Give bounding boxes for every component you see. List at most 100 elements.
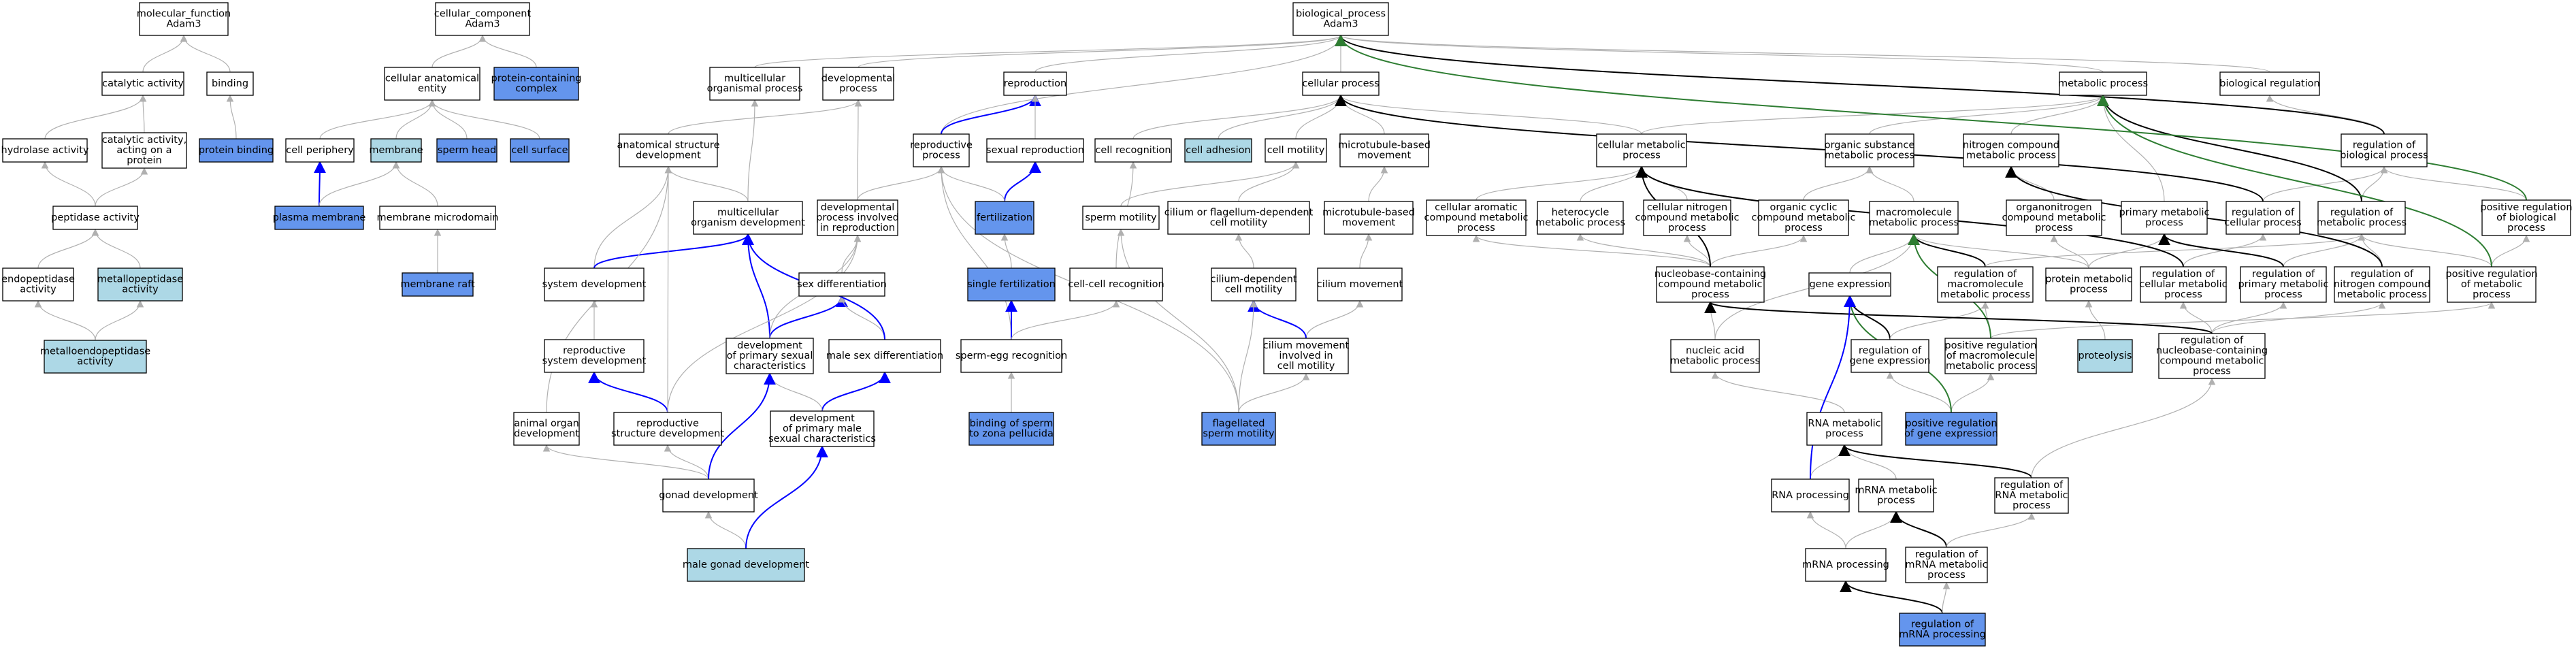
term-node-memraft[interactable]: membrane raft (400, 272, 475, 297)
term-node-malesexdiff[interactable]: male sex differentiation (826, 339, 943, 373)
term-label-line: mRNA processing (1802, 559, 1889, 570)
term-node-cellrecog[interactable]: cell recognition (1094, 138, 1172, 163)
term-node-gonaddev[interactable]: gonad development (659, 478, 758, 513)
term-node-cellproc[interactable]: cellular process (1302, 71, 1380, 96)
term-node-memmicro[interactable]: membrane microdomain (377, 206, 499, 230)
term-node-malegonad[interactable]: male gonad development (683, 548, 809, 582)
term-node-mrnaproc[interactable]: mRNA processing (1802, 548, 1889, 582)
term-node-celladh[interactable]: cell adhesion (1184, 138, 1252, 163)
edge-is-a-protmet-to-macromet (1910, 233, 2089, 269)
term-node-metproc[interactable]: metabolic process (2058, 71, 2148, 96)
term-node-proteolysis[interactable]: proteolysis (2077, 339, 2133, 373)
term-node-cellcellrecog[interactable]: cell-cell recognition (1068, 267, 1164, 302)
term-node-spermmot[interactable]: sperm motility (1082, 206, 1160, 230)
term-node-sysdev[interactable]: system development (542, 267, 647, 302)
term-node-repro[interactable]: reproduction (1003, 71, 1067, 96)
term-node-sexdiff[interactable]: sex differentiation (797, 272, 887, 297)
term-node-cellmot[interactable]: cell motility (1265, 138, 1327, 163)
term-node-singfert[interactable]: single fertilization (967, 267, 1056, 302)
term-node-protbind[interactable]: protein binding (199, 138, 274, 163)
term-node-hydrolase[interactable]: hydrolase activity (1, 138, 89, 163)
term-node-ciliummove[interactable]: cilium movement (1317, 267, 1403, 302)
term-node-regnucmet[interactable]: regulation ofnucleobase-containingcompou… (2156, 333, 2268, 379)
term-label-line: microtubule-based (1322, 208, 1415, 218)
term-label-line: cell motility (1225, 285, 1283, 295)
term-node-peptidase[interactable]: peptidase activity (51, 206, 140, 230)
term-node-rnaproc[interactable]: RNA processing (1771, 478, 1850, 513)
term-node-membrane[interactable]: membrane (369, 138, 423, 163)
term-label-line: activity (77, 357, 114, 368)
term-node-cellperiph[interactable]: cell periphery (285, 138, 355, 163)
term-node-bioreg[interactable]: biological regulation (2219, 71, 2320, 96)
term-node-cellsurface[interactable]: cell surface (510, 138, 570, 163)
term-node-plasmamem[interactable]: plasma membrane (273, 206, 366, 230)
term-box (2077, 339, 2133, 373)
term-node-spermegg[interactable]: sperm-egg recognition (956, 339, 1067, 373)
term-node-sexrepro[interactable]: sexual reproduction (986, 138, 1084, 163)
edge-is-a-spermegg-to-cellcellrecog (1011, 299, 1120, 340)
term-node-fert[interactable]: fertilization (975, 201, 1034, 235)
term-node-geneexpr[interactable]: gene expression (1808, 272, 1891, 297)
term-node-binding[interactable]: binding (206, 71, 254, 96)
term-node-spermhead[interactable]: sperm head (436, 138, 498, 163)
term-node-catact[interactable]: catalytic activity (101, 71, 184, 96)
